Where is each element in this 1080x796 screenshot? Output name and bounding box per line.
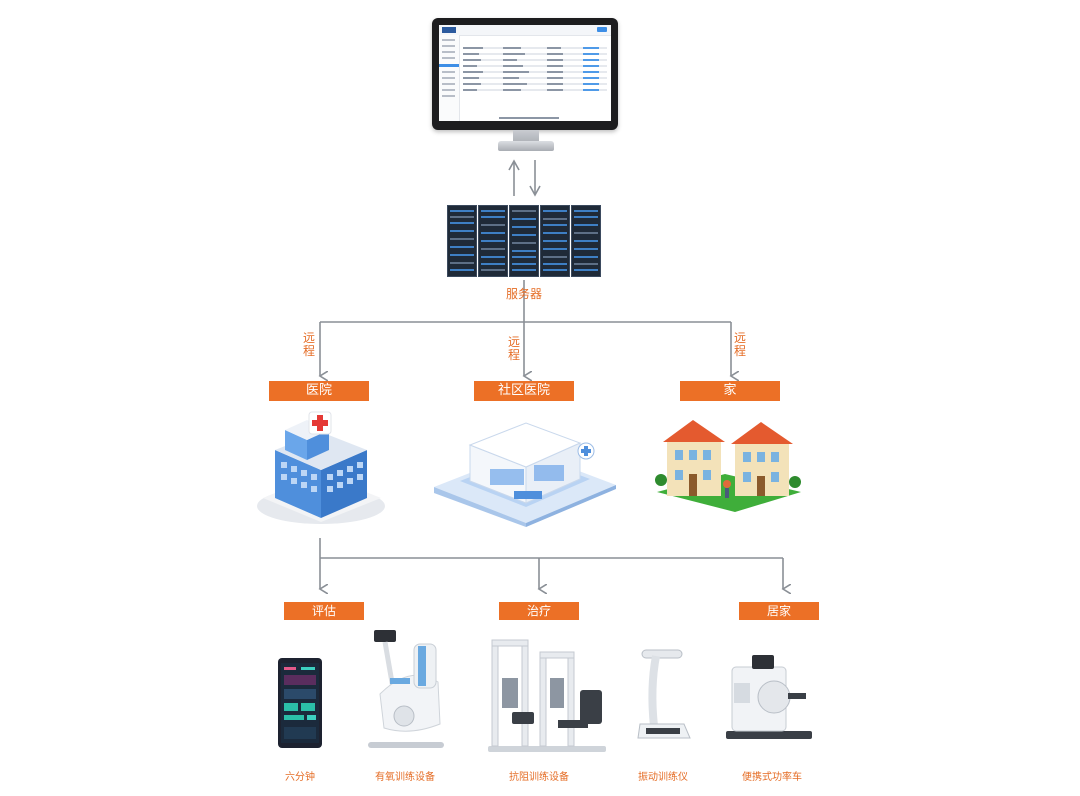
- home-illustration: [655, 420, 801, 512]
- download-arrow: [529, 160, 541, 197]
- server-rack: [509, 205, 539, 277]
- device-caption-vibration: 振动训练仪: [638, 772, 688, 783]
- server-label: 服务器: [505, 287, 542, 301]
- remote-label-hospital: 远程: [302, 331, 315, 358]
- category-tag-treatment: 治疗: [499, 602, 579, 620]
- device-caption-resistance: 抗阻训练设备: [509, 772, 569, 783]
- community-hospital-illustration: [434, 422, 616, 527]
- hospital-building-illustration: [257, 411, 385, 524]
- monitor-stand-base: [498, 141, 554, 151]
- monitor-stand-neck: [513, 130, 539, 142]
- category-tag-assessment: 评估: [284, 602, 364, 620]
- device-caption-aerobic: 有氧训练设备: [375, 772, 435, 783]
- site-tag-community-hospital: 社区医院: [474, 381, 574, 401]
- device-caption-six-minute: 六分钟: [285, 772, 315, 783]
- site-tag-hospital: 医院: [269, 381, 369, 401]
- monitor-screen: [439, 25, 611, 121]
- portable-power-bike: [726, 655, 812, 739]
- remote-label-community: 远程: [507, 335, 520, 362]
- aerobic-training-bike: [368, 630, 444, 748]
- resistance-training-equipment: [488, 639, 606, 752]
- server-rack: [447, 205, 477, 277]
- upload-arrow: [508, 159, 520, 196]
- monitor: [432, 18, 618, 130]
- site-tag-home: 家: [680, 381, 780, 401]
- category-tag-homecare: 居家: [739, 602, 819, 620]
- remote-label-home: 远程: [733, 331, 746, 358]
- device-caption-portable-bike: 便携式功率车: [742, 772, 802, 783]
- server-rack: [571, 205, 601, 277]
- six-minute-test-device: [278, 658, 322, 748]
- server-rack: [478, 205, 508, 277]
- vibration-training-device: [637, 649, 691, 739]
- server-rack: [540, 205, 570, 277]
